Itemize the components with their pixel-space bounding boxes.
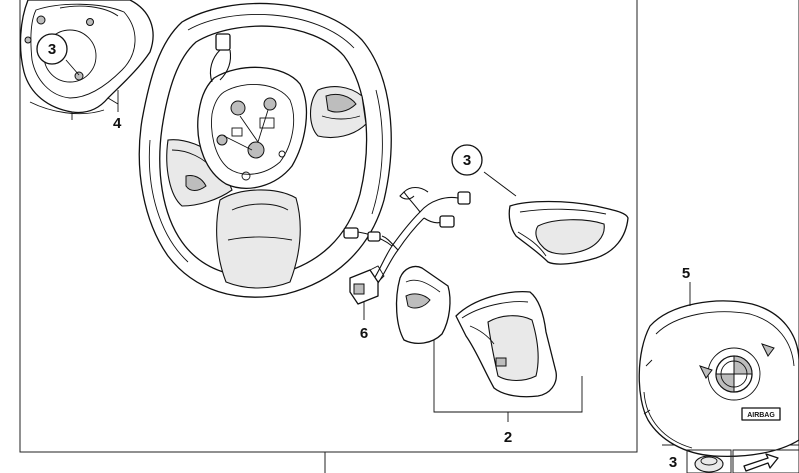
airbag-badge-text: AIRBAG	[747, 412, 775, 419]
airbag-badge	[741, 407, 781, 421]
callout-ring-cover-left: 3	[36, 33, 80, 76]
steering-wheel-part	[138, 2, 392, 298]
footer-parts-row: 3	[669, 449, 799, 473]
callout-label-3-right: 3	[463, 152, 471, 169]
callout-label-3-left: 3	[48, 41, 56, 58]
callout-label-6: 6	[360, 325, 368, 342]
left-lower-trim-part	[395, 265, 451, 345]
callout-lower-trim: 2	[433, 340, 583, 446]
wiring-harness-part	[343, 186, 471, 305]
footer-small-part-box	[686, 449, 732, 473]
airbag-module-part: AIRBAG	[638, 300, 799, 458]
right-trim-part	[508, 200, 629, 265]
callout-rear-cover: 4	[113, 90, 122, 132]
callout-label-2: 2	[504, 429, 512, 446]
main-frame	[19, 0, 638, 453]
arrow-icon	[743, 453, 779, 472]
callout-wiring-harness: 6	[360, 302, 368, 342]
callout-label-4: 4	[113, 115, 122, 132]
callout-airbag-module: 5	[682, 265, 691, 306]
footer-arrow-box	[732, 449, 799, 473]
footer-small-part-icon	[694, 455, 724, 473]
callout-label-5: 5	[682, 265, 690, 282]
callout-label-3-footer: 3	[669, 454, 677, 471]
right-lower-trim-part	[455, 291, 557, 398]
callout-ring-trim-right: 3	[451, 144, 517, 197]
rear-cover-part	[19, 0, 154, 120]
